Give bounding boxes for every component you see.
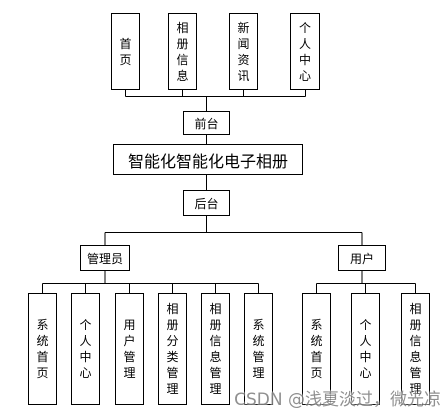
user-album-info-management-label: 相册信息管理 bbox=[409, 302, 422, 396]
user-personal-center-label: 个人中心 bbox=[359, 318, 372, 380]
user-personal-center-box: 个人中心 bbox=[351, 293, 380, 405]
front-album-info-box: 相册信息 bbox=[168, 13, 197, 90]
front-home-label: 首页 bbox=[119, 36, 132, 67]
backend-label: 后台 bbox=[194, 196, 219, 211]
backend-box: 后台 bbox=[183, 190, 230, 216]
user-system-home-label: 系统首页 bbox=[310, 318, 323, 380]
front-album-info-label: 相册信息 bbox=[176, 20, 189, 83]
front-home-box: 首页 bbox=[111, 13, 140, 90]
admin-personal-center-box: 个人中心 bbox=[71, 293, 100, 405]
admin-user-management-label: 用户管理 bbox=[123, 318, 136, 380]
system-title: 智能化智能化电子相册 bbox=[127, 151, 288, 171]
user-system-home-box: 系统首页 bbox=[302, 293, 331, 405]
front-news-box: 新闻资讯 bbox=[229, 13, 258, 90]
front-personal-center-label: 个人中心 bbox=[299, 20, 312, 83]
admin-user-management-box: 用户管理 bbox=[115, 293, 144, 405]
user-album-info-management-box: 相册信息管理 bbox=[401, 293, 430, 405]
user-role-box: 用户 bbox=[338, 245, 386, 271]
frontend-box: 前台 bbox=[183, 111, 230, 135]
admin-role-label: 管理员 bbox=[86, 251, 123, 266]
admin-system-management-box: 系统管理 bbox=[244, 293, 273, 405]
frontend-label: 前台 bbox=[194, 116, 219, 131]
front-personal-center-box: 个人中心 bbox=[290, 13, 320, 90]
admin-role-box: 管理员 bbox=[80, 245, 130, 271]
admin-system-home-label: 系统首页 bbox=[36, 318, 49, 380]
admin-personal-center-label: 个人中心 bbox=[79, 318, 92, 380]
admin-album-info-management-label: 相册信息管理 bbox=[209, 302, 222, 396]
front-news-label: 新闻资讯 bbox=[237, 20, 250, 83]
admin-album-info-management-box: 相册信息管理 bbox=[201, 293, 230, 405]
admin-album-category-management-label: 相册分类管理 bbox=[166, 302, 179, 396]
watermark-text: CSDN @浅夏淡过，微光凉 bbox=[234, 390, 441, 410]
user-role-label: 用户 bbox=[349, 251, 374, 266]
admin-album-category-management-box: 相册分类管理 bbox=[158, 293, 187, 405]
system-title-box: 智能化智能化电子相册 bbox=[113, 144, 303, 175]
admin-system-management-label: 系统管理 bbox=[252, 318, 265, 380]
admin-system-home-box: 系统首页 bbox=[28, 293, 57, 405]
